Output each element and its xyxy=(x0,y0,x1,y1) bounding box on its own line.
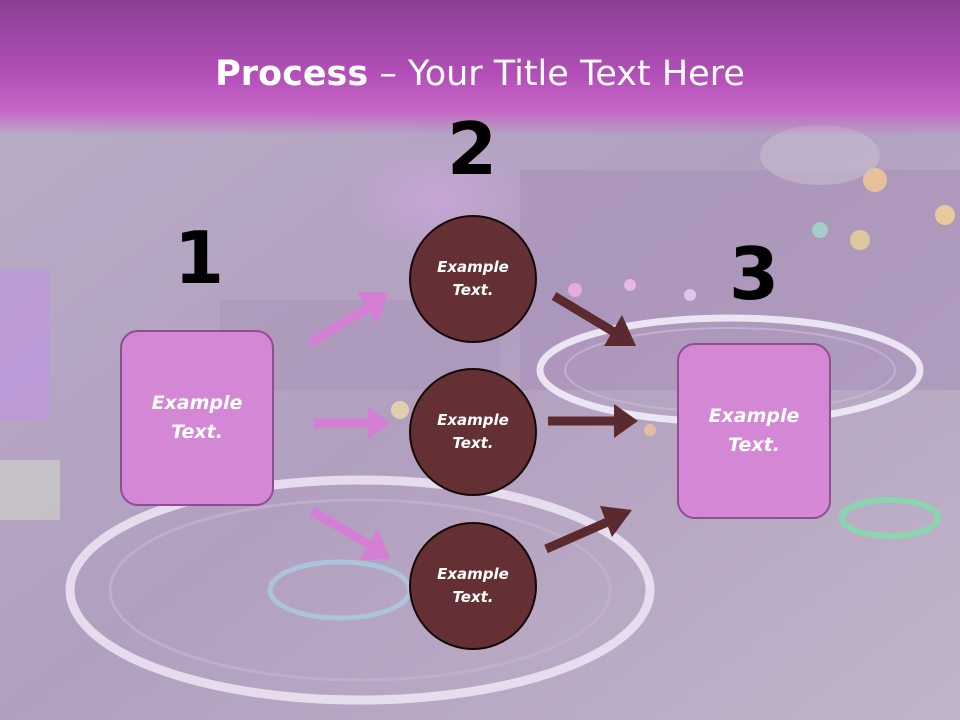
arrow-right-middle xyxy=(548,404,638,438)
step-number-2: 2 xyxy=(446,107,498,191)
circle-middle-line1: Example xyxy=(437,411,509,429)
step-number-1: 1 xyxy=(173,216,225,300)
title-band xyxy=(0,0,960,135)
circle-bottom: Example Text. xyxy=(409,522,537,650)
circle-top-line1: Example xyxy=(437,258,509,276)
circle-bottom-line2: Text. xyxy=(452,588,494,606)
right-box-line1: Example xyxy=(708,405,800,427)
arrow-left-top xyxy=(307,292,388,347)
arrow-left-bottom xyxy=(309,507,390,560)
left-box-line1: Example xyxy=(151,392,243,414)
arrow-left-middle xyxy=(314,407,390,439)
circle-top: Example Text. xyxy=(409,215,537,343)
arrow-right-top xyxy=(551,292,636,346)
circle-top-line2: Text. xyxy=(452,281,494,299)
circle-bottom-line1: Example xyxy=(437,565,509,583)
step-number-3: 3 xyxy=(728,232,780,316)
title-rest: – Your Title Text Here xyxy=(368,54,745,94)
right-box: Example Text. xyxy=(677,343,831,519)
circle-middle-line2: Text. xyxy=(452,434,494,452)
arrow-right-bottom xyxy=(544,506,632,554)
title-bold: Process xyxy=(215,54,369,94)
left-box-line2: Text. xyxy=(171,421,223,443)
left-box: Example Text. xyxy=(120,330,274,506)
right-box-line2: Text. xyxy=(728,434,780,456)
slide-title: Process – Your Title Text Here xyxy=(0,52,960,96)
circle-middle: Example Text. xyxy=(409,368,537,496)
